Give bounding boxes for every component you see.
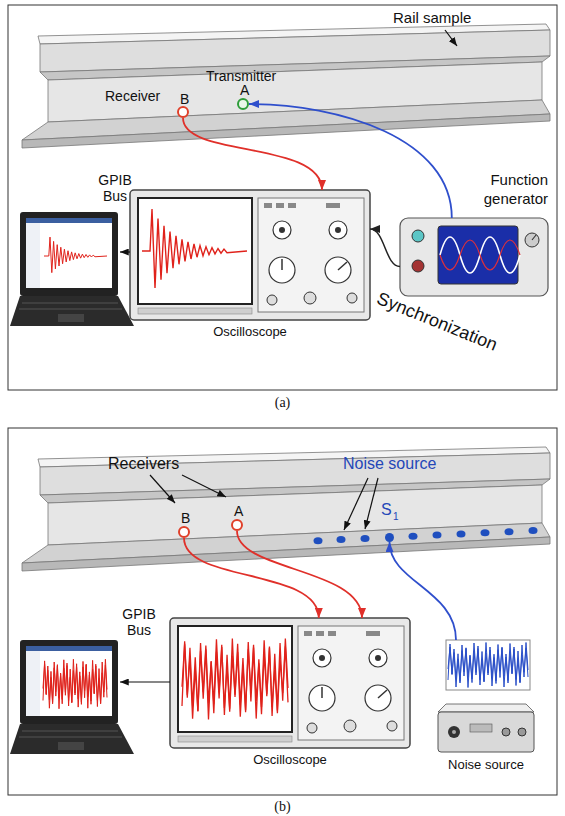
- panel-frame: [8, 5, 557, 390]
- function-generator: [400, 218, 548, 296]
- noise-points: [314, 527, 538, 544]
- part-name: Receivers: [108, 455, 179, 473]
- cable: [184, 538, 319, 618]
- leader-line: [445, 30, 457, 46]
- point-letter: A: [234, 503, 243, 519]
- cable: [390, 542, 457, 640]
- rail: [22, 24, 550, 148]
- cable: [183, 118, 322, 190]
- leader-line: [150, 475, 175, 503]
- device-label: Function generator: [448, 170, 548, 208]
- source-symbol: S: [381, 501, 392, 519]
- noise-source-point: S1: [385, 533, 394, 542]
- device-label: Oscilloscope: [130, 324, 370, 339]
- gpib-line: [120, 681, 170, 682]
- panel-caption: (b): [0, 799, 565, 815]
- device-label: Noise source: [436, 757, 536, 772]
- laptop: [10, 640, 134, 754]
- cable: [370, 229, 400, 266]
- oscilloscope: [170, 618, 410, 748]
- point-letter: A: [240, 82, 249, 98]
- rail: [22, 447, 550, 571]
- device-label: Oscilloscope: [170, 752, 410, 767]
- receiver-probe: ReceiverB: [177, 106, 189, 118]
- probe-label: Transmitter: [206, 68, 276, 84]
- cable: [249, 104, 452, 218]
- part-name: Rail sample: [393, 9, 471, 26]
- transmitter-probe: TransmitterA: [237, 98, 249, 110]
- edge-label: Synchronization: [374, 288, 501, 355]
- function-generator-box: Function generator: [400, 218, 548, 296]
- leader-line: [344, 478, 368, 530]
- bus-label: GPIB Bus: [118, 606, 160, 638]
- source-subscript: 1: [393, 511, 399, 523]
- oscilloscope: [130, 190, 370, 320]
- point-letter: B: [180, 91, 189, 107]
- receiver-probe: B: [178, 526, 190, 538]
- oscilloscope-box: Oscilloscope: [170, 618, 410, 748]
- gpib-line: [120, 251, 130, 252]
- part-name: Noise source: [343, 455, 436, 473]
- oscilloscope-box: Oscilloscope: [130, 190, 370, 320]
- panel-caption: (a): [0, 395, 565, 411]
- bus-label: GPIB Bus: [94, 172, 136, 204]
- cable: [237, 531, 362, 618]
- leader-line: [182, 475, 226, 497]
- panel-frame: [8, 428, 557, 795]
- probe-label: Receiver: [105, 88, 160, 104]
- point-letter: B: [181, 510, 190, 526]
- receiver-probe: A: [231, 519, 243, 531]
- laptop: [10, 212, 134, 326]
- leader-line: [365, 478, 378, 529]
- noise-generator: [438, 640, 534, 752]
- noise-generator-box: Noise source: [436, 640, 536, 752]
